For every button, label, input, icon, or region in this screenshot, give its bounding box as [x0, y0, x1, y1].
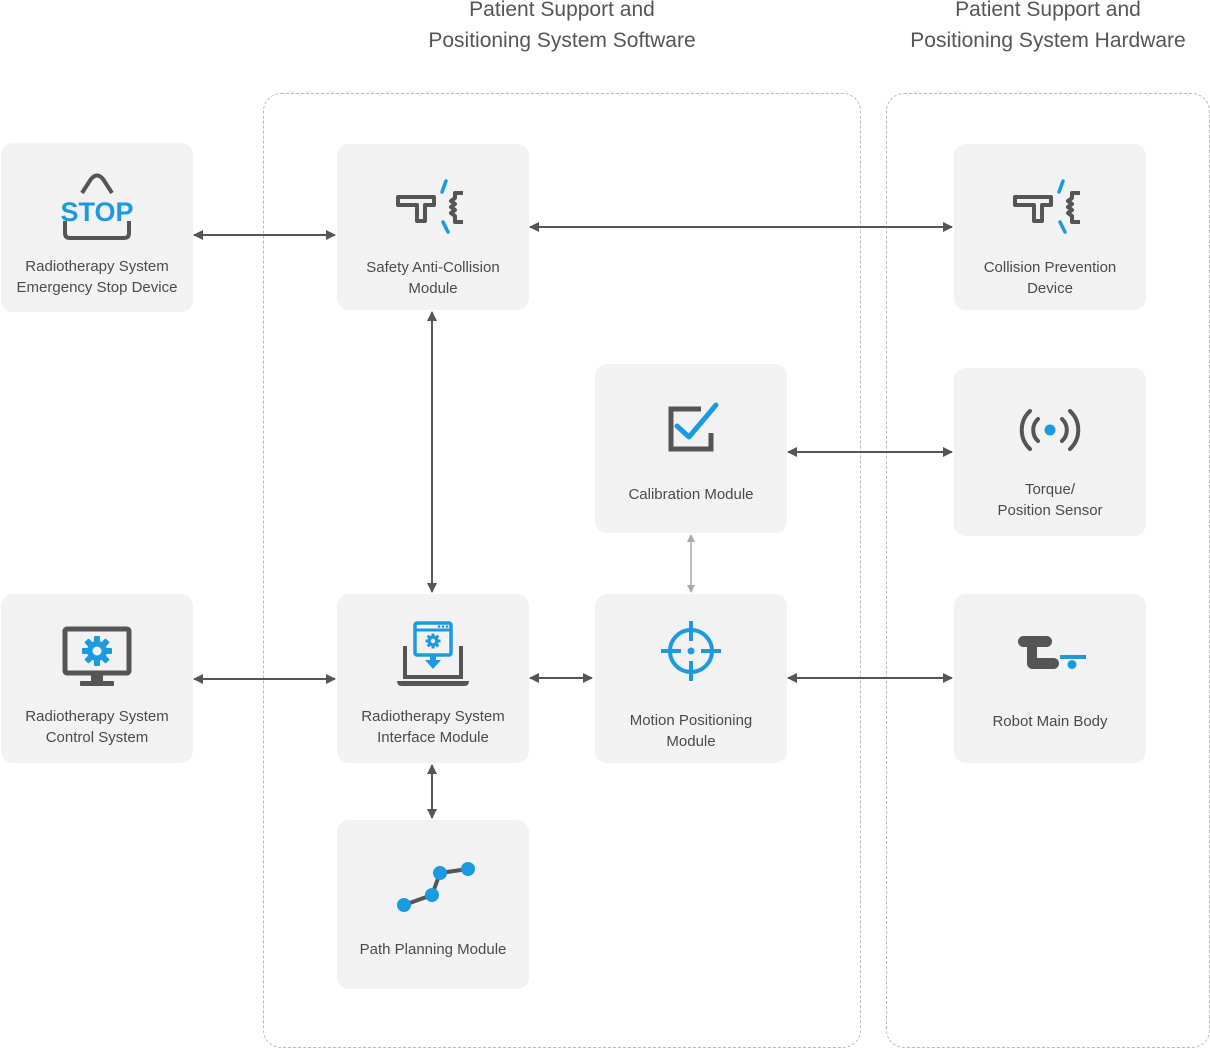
emergency-stop-node[interactable]: STOP Radiotherapy System Emergency Stop … [1, 143, 193, 312]
hardware-group-title: Patient Support and Positioning System H… [910, 0, 1186, 52]
path-planning-node[interactable]: Path Planning Module [337, 820, 529, 989]
software-region [263, 93, 861, 1048]
torque-sensor-node[interactable]: Torque/ Position Sensor [954, 368, 1146, 536]
checkbox-icon [668, 402, 719, 452]
laptop-download-icon [397, 621, 469, 686]
anti-collision-label: Safety Anti-Collision Module [366, 259, 500, 297]
path-nodes-icon [397, 862, 475, 912]
collision-icon [396, 179, 463, 234]
anti-collision-node[interactable]: Safety Anti-Collision Module [337, 144, 529, 310]
collision-icon [1013, 179, 1080, 234]
collision-device-node[interactable]: Collision Prevention Device [954, 144, 1146, 310]
emergency-stop-label: Radiotherapy System Emergency Stop Devic… [16, 258, 178, 296]
calibration-label: Calibration Module [628, 486, 754, 503]
control-system-node[interactable]: Radiotherapy System Control System [1, 594, 193, 763]
interface-module-node[interactable]: Radiotherapy System Interface Module [337, 594, 529, 763]
path-planning-label: Path Planning Module [359, 941, 507, 958]
robot-body-label: Robot Main Body [992, 713, 1108, 730]
sensor-signal-icon [1019, 409, 1081, 451]
calibration-node[interactable]: Calibration Module [595, 364, 787, 533]
robot-body-node[interactable]: Robot Main Body [954, 594, 1146, 763]
monitor-gear-icon [62, 626, 132, 686]
control-system-label: Radiotherapy System Control System [25, 708, 169, 746]
torque-sensor-label: Torque/ Position Sensor [997, 481, 1103, 519]
robot-arm-icon [1018, 636, 1086, 669]
interface-module-label: Radiotherapy System Interface Module [361, 708, 505, 746]
software-group-title: Patient Support and Positioning System S… [428, 0, 696, 52]
motion-positioning-node[interactable]: Motion Positioning Module [595, 594, 787, 763]
crosshair-icon [661, 621, 721, 681]
collision-device-label: Collision Prevention Device [983, 259, 1117, 297]
motion-positioning-label: Motion Positioning Module [629, 712, 753, 750]
stop-sign-text: STOP [60, 197, 133, 227]
stop-sign-icon: STOP [60, 173, 134, 240]
